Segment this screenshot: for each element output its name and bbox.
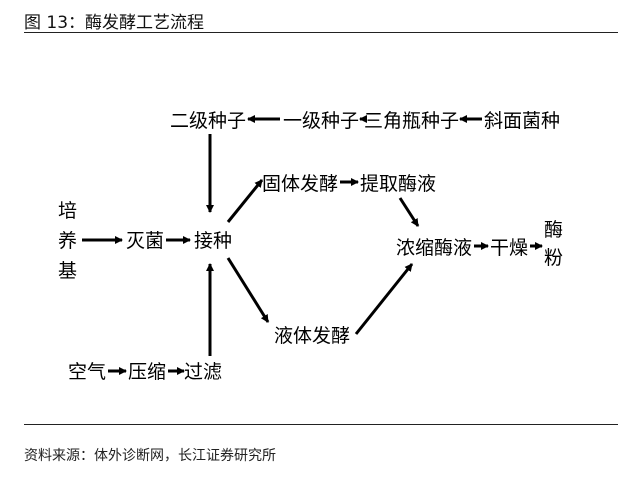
node-medium-1: 培 bbox=[58, 200, 77, 222]
arrow-liquid-concentrate bbox=[354, 263, 414, 335]
node-medium-2: 养 bbox=[58, 230, 77, 252]
node-primary-seed: 一级种子 bbox=[283, 110, 359, 132]
node-enzyme-powder-2: 粉 bbox=[544, 247, 563, 269]
node-flask-seed: 三角瓶种子 bbox=[364, 110, 459, 132]
node-compress: 压缩 bbox=[128, 361, 166, 383]
node-enzyme-powder-1: 酶 bbox=[544, 219, 563, 241]
node-liquid-ferment: 液体发酵 bbox=[274, 325, 350, 347]
node-solid-ferment: 固体发酵 bbox=[262, 173, 338, 195]
node-concentrate: 浓缩酶液 bbox=[396, 237, 472, 259]
node-dry: 干燥 bbox=[490, 237, 528, 259]
top-rule bbox=[24, 32, 618, 33]
arrow-inoculate-liquid bbox=[226, 257, 270, 323]
arrow-extract-concentrate bbox=[398, 197, 420, 227]
node-secondary-seed: 二级种子 bbox=[170, 110, 246, 132]
node-sterilize: 灭菌 bbox=[126, 230, 164, 252]
bottom-rule bbox=[24, 424, 618, 425]
node-slant-strain: 斜面菌种 bbox=[484, 110, 560, 132]
figure-title: 图 13：酶发酵工艺流程 bbox=[24, 13, 205, 33]
node-filter: 过滤 bbox=[184, 361, 222, 383]
source-note: 资料来源：体外诊断网，长江证券研究所 bbox=[24, 448, 276, 464]
node-extract-enzyme: 提取酶液 bbox=[360, 173, 436, 195]
node-inoculate: 接种 bbox=[194, 230, 232, 252]
arrow-inoculate-solid bbox=[226, 179, 264, 223]
node-air: 空气 bbox=[68, 361, 106, 383]
node-medium-3: 基 bbox=[58, 260, 77, 282]
